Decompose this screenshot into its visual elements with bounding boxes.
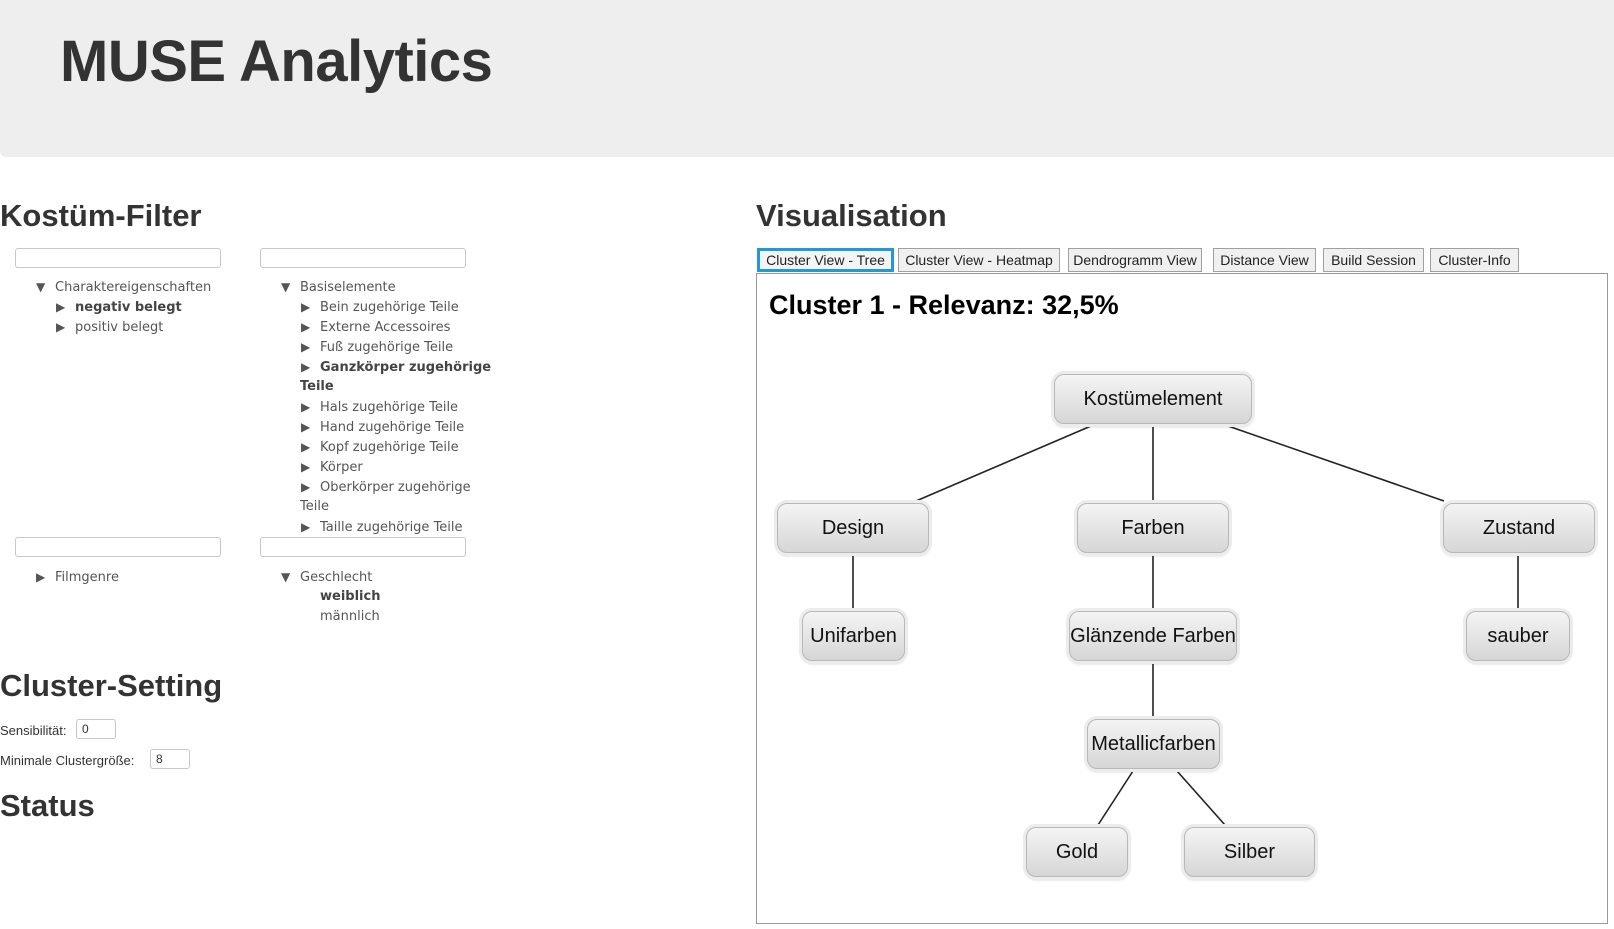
tree-node-unifarben[interactable]: Unifarben xyxy=(802,611,905,661)
tree-node-design[interactable]: Design xyxy=(777,503,929,553)
tree-node-glaenzende-farben[interactable]: Glänzende Farben xyxy=(1069,611,1237,661)
tree-node-ganzkoerper-wrap: Teile xyxy=(300,379,334,394)
tree-node-sauber[interactable]: sauber xyxy=(1466,611,1570,661)
triangle-right-icon[interactable]: ▶ xyxy=(36,570,46,584)
triangle-right-icon[interactable]: ▶ xyxy=(301,300,311,314)
tree-node-hals[interactable]: ▶Hals zugehörige Teile xyxy=(301,397,458,417)
tree-node-positiv[interactable]: ▶positiv belegt xyxy=(56,317,163,337)
app-header: MUSE Analytics xyxy=(0,0,1614,157)
tree-node-silber[interactable]: Silber xyxy=(1184,827,1315,877)
triangle-right-icon[interactable]: ▶ xyxy=(301,360,311,374)
sensibilitaet-label: Sensibilität: xyxy=(0,723,67,738)
tree-node-ganzkoerper[interactable]: ▶Ganzkörper zugehörige xyxy=(301,357,491,377)
basis-filter-input[interactable] xyxy=(260,248,466,268)
tree-node-basis[interactable]: ▼Basiselemente xyxy=(281,277,396,297)
cluster-tree-edges xyxy=(852,425,1519,826)
tree-node-externe[interactable]: ▶Externe Accessoires xyxy=(301,317,450,337)
tree-node-negativ[interactable]: ▶negativ belegt xyxy=(56,297,182,317)
tree-node-hand[interactable]: ▶Hand zugehörige Teile xyxy=(301,417,464,437)
tree-node-kostuemelement[interactable]: Kostümelement xyxy=(1054,374,1252,424)
tree-node-oberkoerper-wrap: Teile xyxy=(300,499,329,514)
tab-cluster-info[interactable]: Cluster-Info xyxy=(1430,248,1519,272)
tree-node-bein[interactable]: ▶Bein zugehörige Teile xyxy=(301,297,459,317)
geschlecht-filter-input[interactable] xyxy=(260,537,466,557)
edge-root-zustand xyxy=(1227,425,1445,502)
tab-distance-view[interactable]: Distance View xyxy=(1213,248,1316,272)
tab-cluster-view-tree[interactable]: Cluster View - Tree xyxy=(757,248,894,272)
triangle-right-icon[interactable]: ▶ xyxy=(301,440,311,454)
triangle-right-icon[interactable]: ▶ xyxy=(301,340,311,354)
tree-node-koerper[interactable]: ▶Körper xyxy=(301,457,363,477)
triangle-right-icon[interactable]: ▶ xyxy=(301,480,311,494)
cluster-setting-heading: Cluster-Setting xyxy=(0,668,223,703)
edge-metallic-silber xyxy=(1176,770,1226,826)
triangle-right-icon[interactable]: ▶ xyxy=(56,300,66,314)
tree-node-oberkoerper[interactable]: ▶Oberkörper zugehörige xyxy=(301,477,471,497)
triangle-right-icon[interactable]: ▶ xyxy=(301,520,311,534)
min-clustergroesse-input[interactable] xyxy=(150,749,190,769)
tree-node-charakter[interactable]: ▼Charaktereigenschaften xyxy=(36,277,211,297)
tab-dendrogramm-view[interactable]: Dendrogramm View xyxy=(1068,248,1202,272)
min-clustergroesse-label: Minimale Clustergröße: xyxy=(0,753,135,768)
triangle-right-icon[interactable]: ▶ xyxy=(301,420,311,434)
charakter-filter-input[interactable] xyxy=(15,248,221,268)
triangle-down-icon[interactable]: ▼ xyxy=(281,570,291,584)
visualisation-heading: Visualisation xyxy=(756,198,947,233)
tree-node-maennlich[interactable]: männlich xyxy=(320,609,380,624)
tree-node-fuss[interactable]: ▶Fuß zugehörige Teile xyxy=(301,337,453,357)
visualisation-panel: Cluster 1 - Relevanz: 32,5% Kostümelemen… xyxy=(756,273,1608,924)
triangle-right-icon[interactable]: ▶ xyxy=(301,400,311,414)
tree-node-filmgenre[interactable]: ▶Filmgenre xyxy=(36,567,119,587)
tree-node-metallicfarben[interactable]: Metallicfarben xyxy=(1087,719,1220,769)
filter-heading: Kostüm-Filter xyxy=(0,198,202,233)
tree-node-farben[interactable]: Farben xyxy=(1077,503,1229,553)
status-heading: Status xyxy=(0,788,95,823)
tree-node-zustand[interactable]: Zustand xyxy=(1443,503,1595,553)
triangle-right-icon[interactable]: ▶ xyxy=(301,320,311,334)
tree-node-geschlecht[interactable]: ▼Geschlecht xyxy=(281,567,372,587)
triangle-down-icon[interactable]: ▼ xyxy=(281,280,291,294)
sensibilitaet-input[interactable] xyxy=(76,719,116,739)
cluster-title: Cluster 1 - Relevanz: 32,5% xyxy=(769,290,1119,320)
triangle-right-icon[interactable]: ▶ xyxy=(56,320,66,334)
tree-node-taille[interactable]: ▶Taille zugehörige Teile xyxy=(301,517,463,537)
triangle-down-icon[interactable]: ▼ xyxy=(36,280,46,294)
tree-node-gold[interactable]: Gold xyxy=(1026,827,1128,877)
tab-cluster-view-heatmap[interactable]: Cluster View - Heatmap xyxy=(898,248,1060,272)
edge-metallic-gold xyxy=(1097,770,1134,826)
edge-root-design xyxy=(915,425,1092,502)
tree-node-kopf[interactable]: ▶Kopf zugehörige Teile xyxy=(301,437,459,457)
tab-build-session[interactable]: Build Session xyxy=(1323,248,1424,272)
triangle-right-icon[interactable]: ▶ xyxy=(301,460,311,474)
filmgenre-filter-input[interactable] xyxy=(15,537,221,557)
app-title: MUSE Analytics xyxy=(60,29,493,94)
tree-node-weiblich[interactable]: weiblich xyxy=(320,589,381,604)
